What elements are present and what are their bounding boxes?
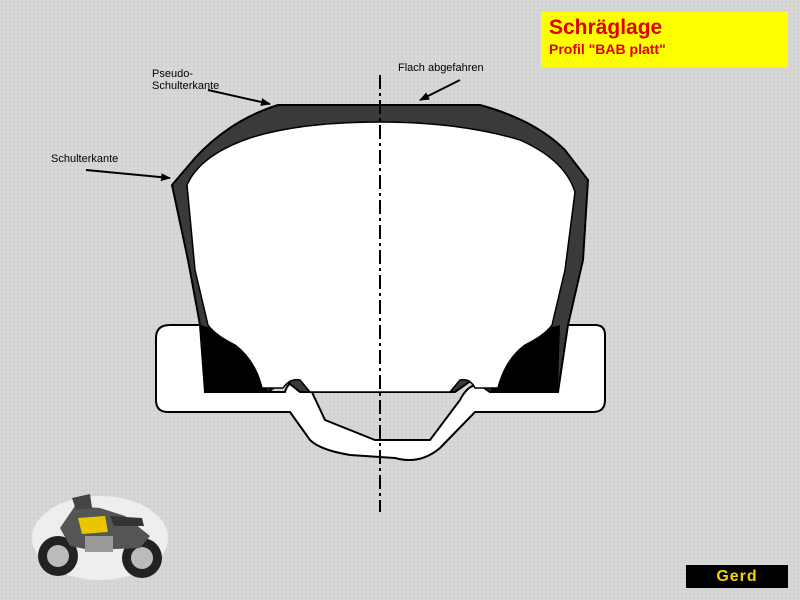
- label-pseudo-shoulder-edge: Pseudo- Schulterkante: [152, 68, 219, 92]
- gerd-logo: Gerd: [686, 565, 788, 588]
- label-pseudo-line2: Schulterkante: [152, 80, 220, 92]
- arrow-flat-worn: [419, 79, 461, 101]
- label-pseudo-line1: Pseudo-: [152, 68, 193, 80]
- label-flat-worn: Flach abgefahren: [398, 62, 484, 74]
- title-box: Schräglage Profil "BAB platt": [541, 12, 788, 67]
- title-subtitle: Profil "BAB platt": [549, 41, 666, 57]
- logo-text: Gerd: [716, 567, 758, 585]
- label-shoulder-edge: Schulterkante: [51, 153, 119, 165]
- tire-bead-left: [200, 325, 268, 392]
- arrow-pseudo-shoulder: [207, 89, 271, 106]
- tire-bead-right: [490, 325, 560, 392]
- motorcycle-image: [32, 494, 168, 580]
- title-main: Schräglage: [549, 16, 663, 39]
- arrow-shoulder: [85, 169, 171, 182]
